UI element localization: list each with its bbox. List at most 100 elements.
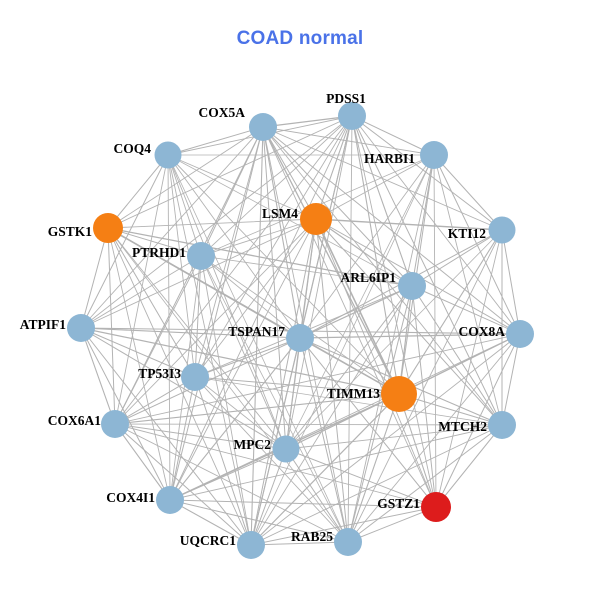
edge-line [262,126,317,220]
edge-line [299,337,349,543]
edge-line [200,115,353,257]
edge-line [315,218,400,395]
edge-line [114,423,503,426]
graph-node-pdss1[interactable] [338,102,366,130]
edge-line [200,255,252,546]
edge-line [398,229,503,395]
edge-line [299,333,521,339]
edge-line [167,154,400,395]
edge-line [285,424,503,450]
edge-line [200,255,413,287]
edge-line [107,227,413,287]
edge-line [80,255,202,329]
graph-node-timm13[interactable] [381,376,417,412]
edge-line [200,255,301,339]
edge-line [347,393,400,543]
edge-line [285,448,349,543]
graph-node-cox8a[interactable] [506,320,534,348]
edge-line [107,227,349,543]
graph-node-harbi1[interactable] [420,141,448,169]
edge-line [250,393,400,546]
edge-line [167,154,317,220]
edge-line [194,255,202,378]
edge-line [200,218,317,257]
edge-line [262,126,400,395]
edge-line [347,115,353,543]
edge-line [200,255,287,450]
graph-node-atpif1[interactable] [67,314,95,342]
edge-line [114,393,400,425]
edge-line [315,218,413,287]
edge-line [169,499,252,546]
graph-node-coq4[interactable] [154,141,182,169]
edge-line [80,327,116,425]
node-label-lsm4: LSM4 [262,206,298,221]
edge-line [398,285,413,395]
node-label-atpif1: ATPIF1 [20,317,66,332]
edge-line [80,327,301,339]
graph-node-mpc2[interactable] [272,435,300,463]
graph-node-cox4i1[interactable] [156,486,184,514]
edge-line [169,499,349,543]
edge-line [114,154,169,425]
node-label-tp53i3: TP53I3 [138,366,181,381]
edge-line [285,285,413,450]
edge-line [80,126,264,329]
edge-line [433,154,437,508]
node-label-rab25: RAB25 [291,529,333,544]
edges-layer [80,115,521,546]
graph-node-arl6ip1[interactable] [398,272,426,300]
edge-line [250,333,521,546]
edge-line [114,126,264,425]
edge-line [285,337,301,450]
edge-line [299,337,400,395]
edge-line [347,154,435,543]
edge-line [285,448,437,508]
edge-line [114,423,437,508]
graph-node-rab25[interactable] [334,528,362,556]
graph-node-tspan17[interactable] [286,324,314,352]
edge-line [250,154,435,546]
labels-layer: COX5APDSS1COQ4HARBI1GSTK1LSM4KTI12PTRHD1… [20,91,505,548]
node-label-kti12: KTI12 [448,226,487,241]
edge-line [347,424,503,543]
node-label-mpc2: MPC2 [234,437,272,452]
graph-node-lsm4[interactable] [300,203,332,235]
node-label-cox5a: COX5A [199,105,246,120]
graph-node-tp53i3[interactable] [181,363,209,391]
node-label-timm13: TIMM13 [327,386,380,401]
edge-line [194,376,400,395]
graph-node-cox5a[interactable] [249,113,277,141]
edge-line [250,506,437,546]
node-label-tspan17: TSPAN17 [228,324,285,339]
edge-line [169,376,196,501]
edge-line [501,229,521,335]
graph-node-cox6a1[interactable] [101,410,129,438]
edge-line [299,154,435,339]
edge-line [351,115,437,508]
edge-line [80,327,196,378]
edge-line [167,154,202,257]
graph-node-mtch2[interactable] [488,411,516,439]
edge-line [107,126,264,229]
graph-node-ptrhd1[interactable] [187,242,215,270]
edge-line [433,154,521,335]
graph-node-gstk1[interactable] [93,213,123,243]
edge-line [250,218,317,546]
node-label-mtch2: MTCH2 [438,419,487,434]
node-label-gstz1: GSTZ1 [377,496,420,511]
node-label-ptrhd1: PTRHD1 [132,245,186,260]
edge-line [262,115,353,128]
graph-node-kti12[interactable] [488,216,516,244]
edge-line [107,218,317,229]
edge-line [262,126,287,450]
edge-line [351,115,521,335]
edge-line [299,337,437,508]
node-label-coq4: COQ4 [113,141,151,156]
edge-line [200,255,349,543]
graph-node-uqcrc1[interactable] [237,531,265,559]
graph-node-gstz1[interactable] [421,492,451,522]
edge-line [107,115,353,229]
edge-line [114,255,202,425]
